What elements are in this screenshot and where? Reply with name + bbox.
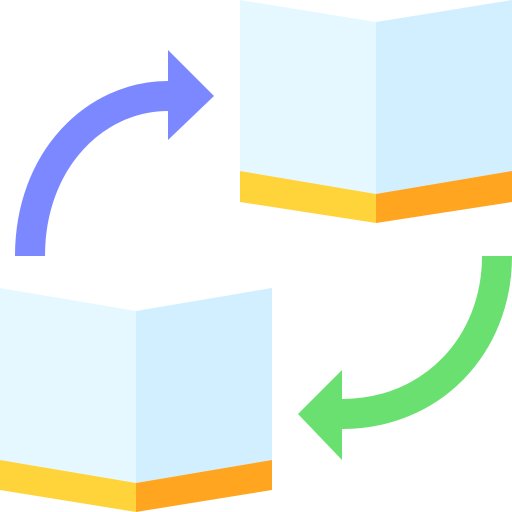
box-top-right [240,0,512,223]
arrow-blue-shaft [15,81,169,257]
box-bottom-left-base-front [0,460,136,512]
box-top-right-base-front [240,171,376,223]
arrow-green-shaft [341,255,512,429]
arrow-blue-curved [15,50,214,257]
arrow-green-head [298,370,342,460]
box-top-right-base-side [376,171,512,223]
box-bottom-left [0,288,272,512]
box-bottom-left-front-face [0,288,136,483]
box-top-right-front-face [240,0,376,194]
box-bottom-left-side-face [136,288,272,483]
box-top-right-side-face [376,0,512,194]
box-bottom-left-base-side [136,460,272,512]
arrow-green-curved [298,255,512,460]
arrow-blue-head [168,50,214,140]
